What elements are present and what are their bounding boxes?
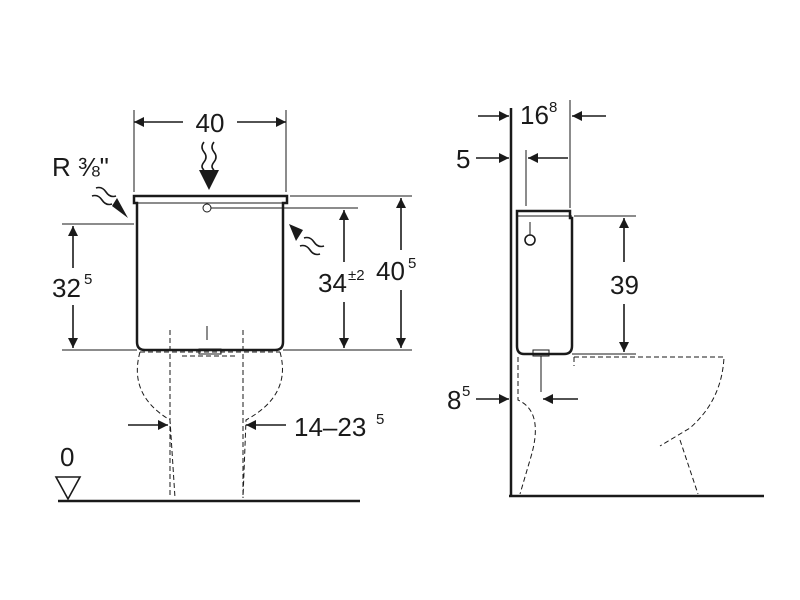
front-view: 0 40 R ⅜" xyxy=(52,108,416,503)
tank-height-label: 39 xyxy=(610,270,639,300)
pipe-offset-dimension: 8 5 xyxy=(447,383,578,415)
pipe-range-dimension: 14–23 5 xyxy=(128,411,384,442)
tank-height-dimension: 39 xyxy=(572,215,639,355)
width-dimension: 40 xyxy=(133,108,287,192)
pipe-range-sup: 5 xyxy=(376,411,384,428)
thread-annotation: R ⅜" xyxy=(52,152,128,218)
water-outlet-icon xyxy=(289,224,325,256)
total-height-dimension: 40 5 xyxy=(283,195,416,351)
offset-dimension: 5 xyxy=(456,144,568,174)
offset-label: 5 xyxy=(456,144,470,174)
depth-dimension: 16 8 xyxy=(478,99,606,208)
side-cistern xyxy=(515,150,574,392)
width-label: 40 xyxy=(196,108,225,138)
outlet-height-sup: ±2 xyxy=(348,267,365,284)
total-height-main: 40 xyxy=(376,256,405,286)
inlet-height-main: 32 xyxy=(52,273,81,303)
depth-sup: 8 xyxy=(549,99,557,116)
depth-main: 16 xyxy=(520,100,549,130)
floor-level-marker: 0 xyxy=(54,442,82,501)
inlet-height-dimension: 32 5 xyxy=(52,223,137,351)
outlet-height-dimension: 34 ±2 xyxy=(287,207,365,348)
side-view: 16 8 5 39 8 5 xyxy=(447,99,764,498)
inlet-height-sup: 5 xyxy=(84,271,92,288)
front-cistern xyxy=(132,194,289,498)
pipe-offset-sup: 5 xyxy=(462,383,470,400)
side-bowl xyxy=(517,356,725,495)
front-bowl xyxy=(136,351,283,499)
water-inlet-top-icon xyxy=(199,141,219,190)
outlet-height-main: 34 xyxy=(318,268,347,298)
thread-label: R ⅜" xyxy=(52,152,109,182)
total-height-sup: 5 xyxy=(408,255,416,272)
floor-label: 0 xyxy=(60,442,74,472)
pipe-range-main: 14–23 xyxy=(294,412,366,442)
pipe-offset-main: 8 xyxy=(447,385,461,415)
